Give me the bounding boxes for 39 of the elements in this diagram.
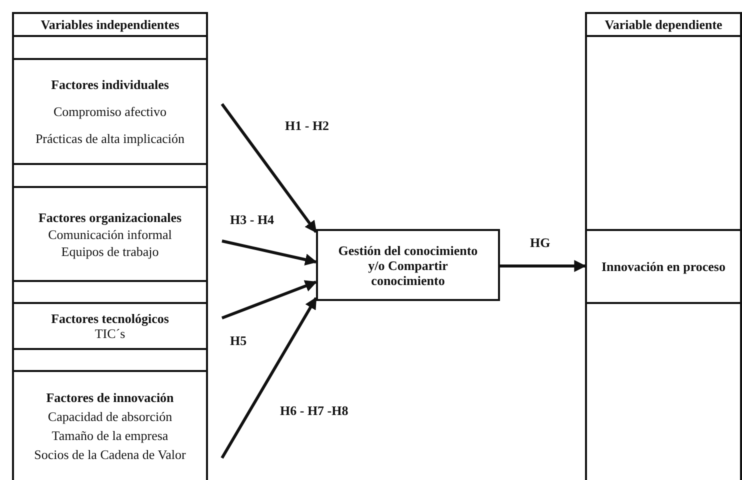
process-box [316,229,500,301]
table-cell [12,370,208,480]
arrow [500,260,586,272]
arrow [220,103,318,233]
table-cell [585,35,742,231]
table-cell [12,280,208,304]
arrow [222,240,318,266]
item-text: Comunicación informal [48,226,172,242]
edge-label: HG [530,235,550,250]
item-text: Socios de la Cadena de Valor [34,447,186,462]
heading-text: Factores individuales [51,77,169,92]
heading-text: Factores de innovación [46,390,174,405]
item-text: Compromiso afectivo [53,104,166,119]
item-text: Capacidad de absorción [48,409,172,424]
header-cell [12,12,208,37]
item-text: Equipos de trabajo [61,244,159,258]
edge-label: H6 - H7 -H8 [280,403,348,418]
item-text: Prácticas de alta implicación [35,131,185,146]
heading-text: Factores organizacionales [38,210,182,224]
heading-text: Variable dependiente [604,17,722,32]
arrow [221,280,318,320]
heading-text: Factores tecnológicos [51,311,169,326]
item-text: Tamaño de la empresa [52,428,168,443]
table-cell [12,58,208,165]
table-cell [12,302,208,350]
edge-label: H1 - H2 [285,118,330,133]
table-cell [12,186,208,282]
edge-label: H3 - H4 [230,212,274,227]
header-cell [585,12,742,37]
heading-text: Innovación en proceso [602,259,726,274]
table-cell [585,302,742,480]
heading-text: Gestión del conocimiento y/o Compartir conocimiento [337,242,479,288]
arrow [220,296,318,459]
table-cell [12,163,208,188]
item-text: TIC´s [94,326,126,341]
table-cell [585,229,742,304]
heading-text: Variables independientes [40,17,180,32]
table-cell [12,35,208,60]
table-cell [12,348,208,372]
